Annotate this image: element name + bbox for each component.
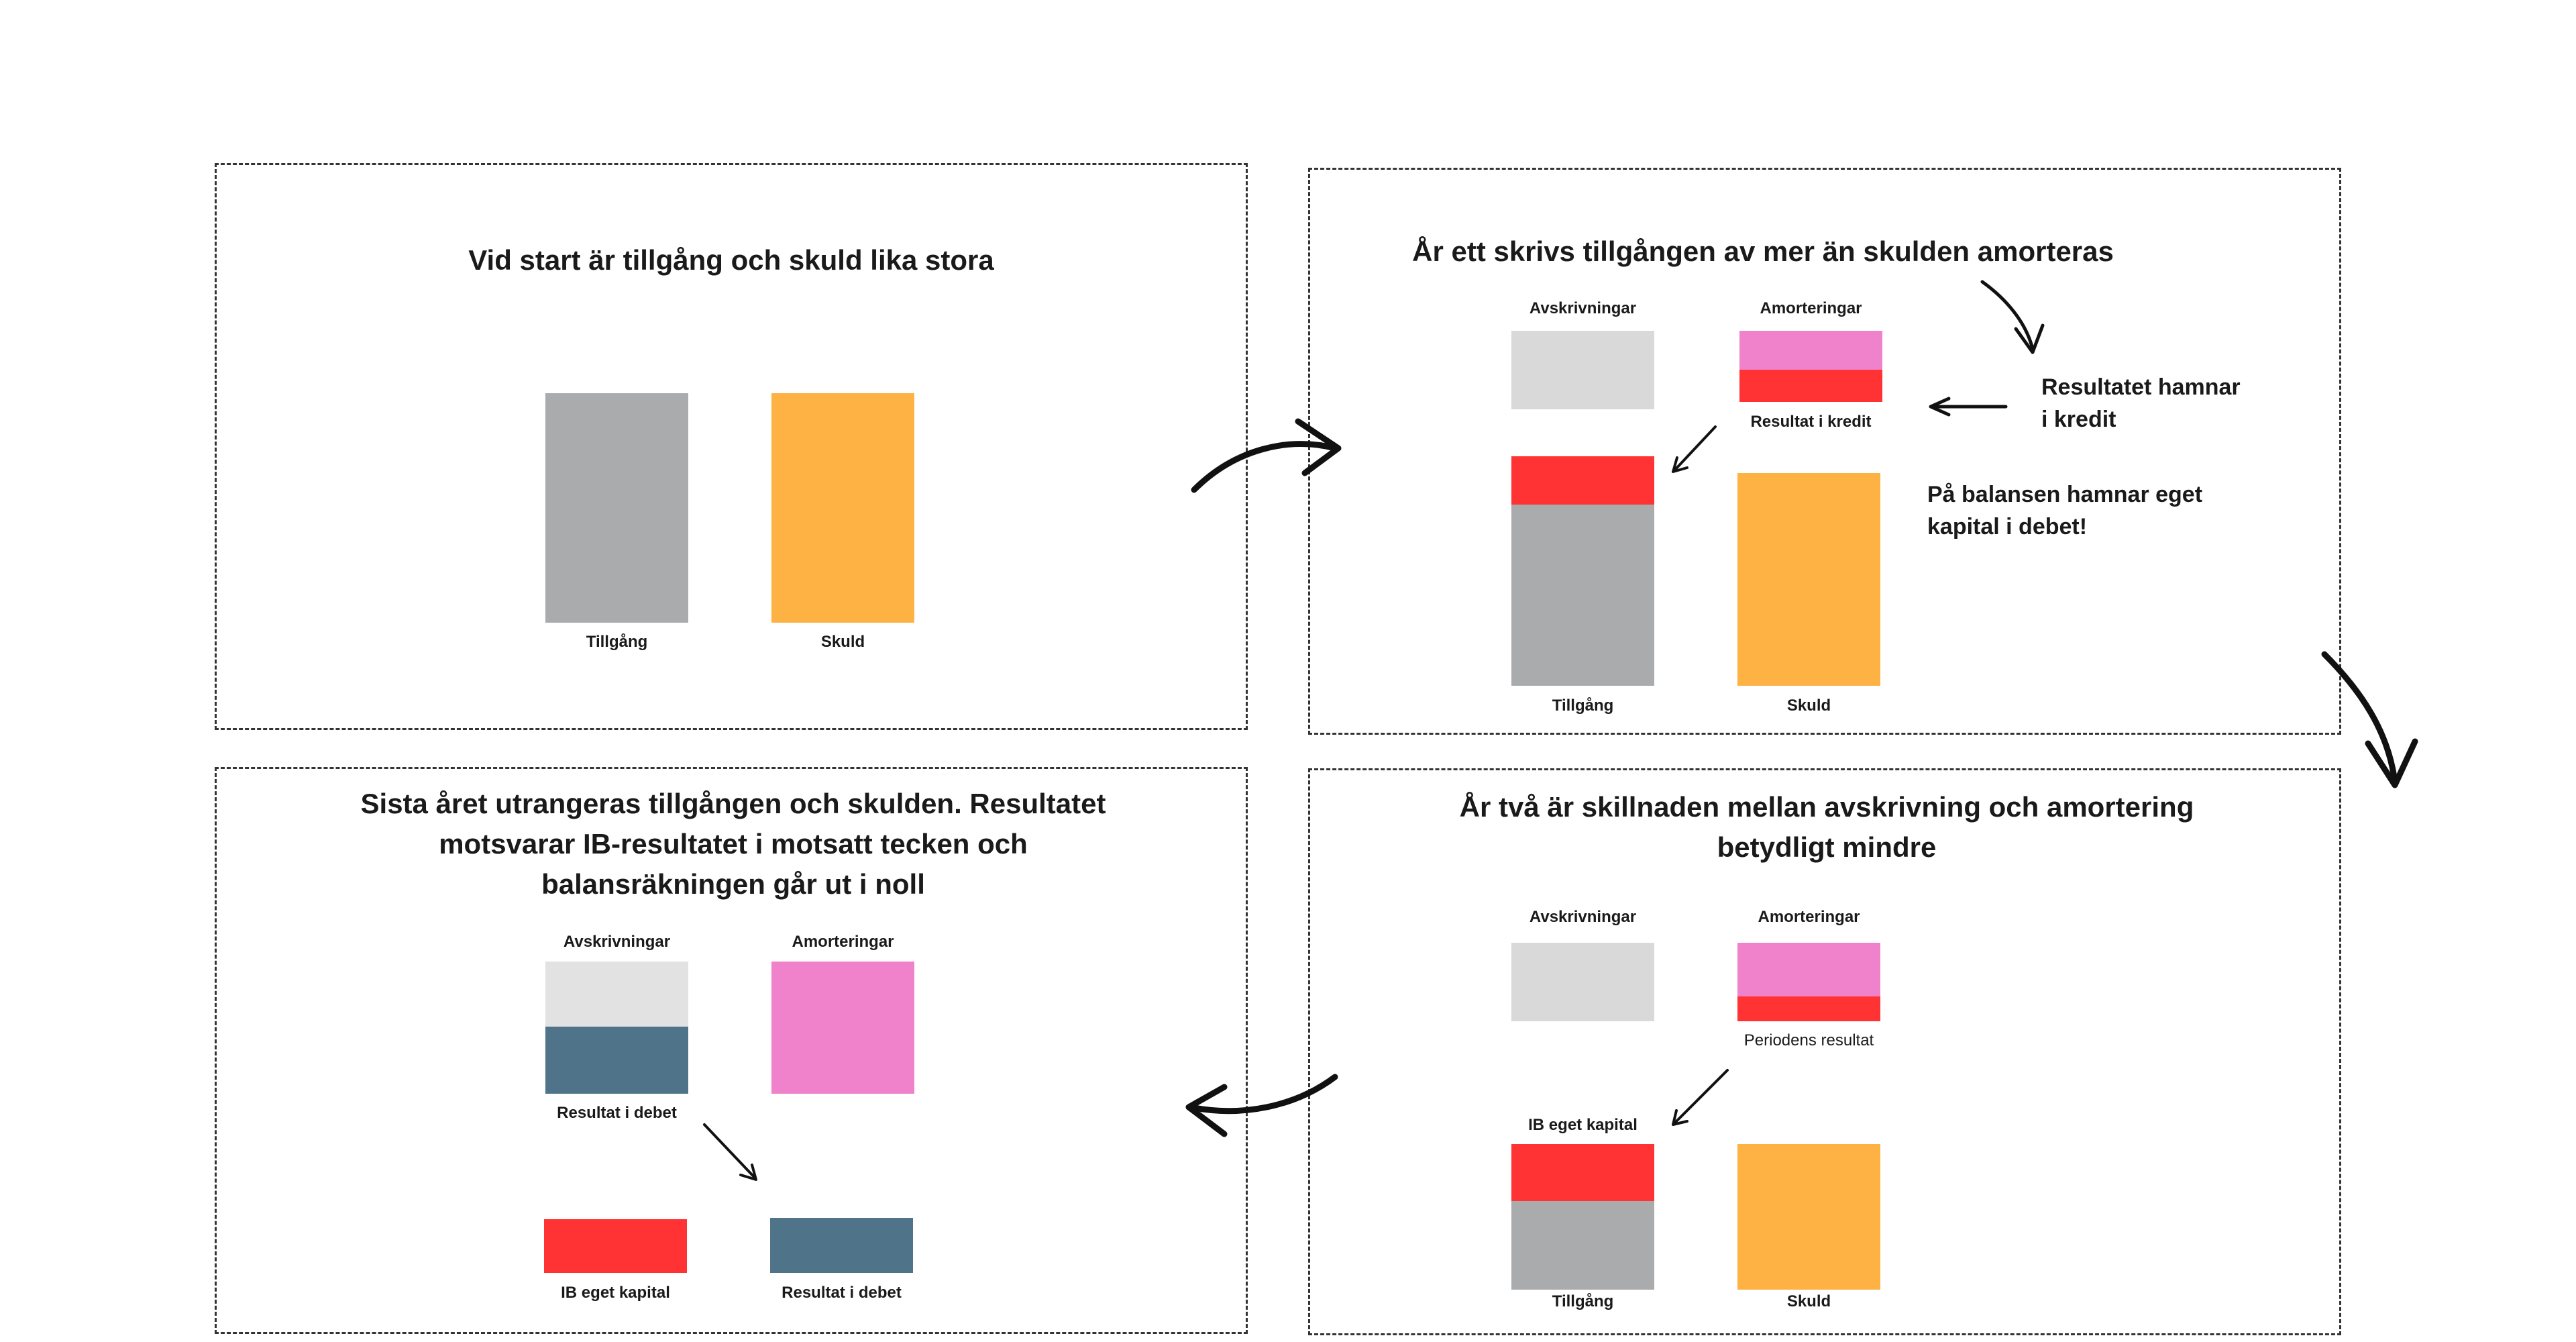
debt-bar: [771, 393, 914, 623]
asset-label: Tillgång: [1552, 696, 1614, 715]
amortization-block: [1737, 943, 1880, 996]
note-result-line-2: i kredit: [2041, 407, 2116, 432]
result-credit-label: Resultat i kredit: [1750, 413, 1872, 431]
asset-label: Tillgång: [586, 633, 648, 651]
panel-year-two-title-line-1: År två är skillnaden mellan avskrivning …: [1459, 791, 2194, 823]
amortization-label: Amorteringar: [792, 933, 894, 951]
panel-year-two-title: År två är skillnaden mellan avskrivning …: [1310, 787, 2343, 868]
debt-bar: [1737, 1144, 1880, 1290]
equity-debit-block: [1511, 456, 1654, 505]
result-debit-block-2: [770, 1218, 913, 1273]
debt-label: Skuld: [820, 633, 865, 651]
amortization-block: [771, 962, 914, 1094]
amortization-label: Amorteringar: [1758, 908, 1860, 926]
ib-equity-label: IB eget kapital: [1528, 1116, 1638, 1134]
note-balance-line-1: På balansen hamnar eget: [1927, 482, 2203, 507]
debt-label: Skuld: [1786, 696, 1831, 715]
note-balance: På balansen hamnar eget kapital i debet!: [1927, 478, 2202, 543]
panel-last-year-title-line-2: motsvarar IB-resultatet i motsatt tecken…: [439, 828, 1028, 860]
panel-last-year-title-line-3: balansräkningen går ut i noll: [541, 868, 925, 900]
ib-equity-block: [1511, 1144, 1654, 1201]
result-debit-label: Resultat i debet: [557, 1104, 677, 1122]
depreciation-label: Avskrivningar: [1529, 299, 1637, 317]
depreciation-block: [1511, 943, 1654, 1021]
asset-label: Tillgång: [1552, 1292, 1614, 1310]
depreciation-block: [545, 962, 688, 1027]
result-credit-block: [1739, 370, 1882, 402]
ib-equity-block: [544, 1219, 687, 1273]
note-result-line-1: Resultatet hamnar: [2041, 374, 2241, 400]
asset-bar: [1511, 1201, 1654, 1290]
panel-last-year: Sista året utrangeras tillgången och sku…: [215, 767, 1248, 1334]
depreciation-label: Avskrivningar: [563, 933, 671, 951]
panel-year-two: År två är skillnaden mellan avskrivning …: [1308, 768, 2341, 1335]
panel-start: Vid start är tillgång och skuld lika sto…: [215, 163, 1248, 730]
panel-last-year-title: Sista året utrangeras tillgången och sku…: [217, 784, 1250, 905]
depreciation-block: [1511, 331, 1654, 409]
asset-bar: [545, 393, 688, 623]
asset-bar: [1511, 505, 1654, 686]
result-debit-block: [545, 1027, 688, 1094]
debt-bar: [1737, 473, 1880, 686]
amortization-block: [1739, 331, 1882, 370]
amortization-label: Amorteringar: [1760, 299, 1862, 317]
note-balance-line-2: kapital i debet!: [1927, 514, 2088, 539]
panel-year-two-title-line-2: betydligt mindre: [1717, 831, 1937, 863]
panel-year-one: År ett skrivs tillgången av mer än skuld…: [1308, 168, 2341, 735]
ib-equity-label: IB eget kapital: [561, 1284, 670, 1302]
period-result-label: Periodens resultat: [1743, 1031, 1874, 1049]
panel-last-year-title-line-1: Sista året utrangeras tillgången och sku…: [360, 788, 1106, 819]
note-result-credit: Resultatet hamnar i kredit: [2041, 371, 2241, 435]
depreciation-label: Avskrivningar: [1529, 908, 1637, 926]
panel-start-title: Vid start är tillgång och skuld lika sto…: [468, 244, 994, 276]
period-result-block: [1737, 996, 1880, 1021]
result-debit-label-2: Resultat i debet: [782, 1284, 902, 1302]
panel-year-one-title: År ett skrivs tillgången av mer än skuld…: [1412, 236, 2114, 267]
debt-label: Skuld: [1786, 1292, 1831, 1310]
